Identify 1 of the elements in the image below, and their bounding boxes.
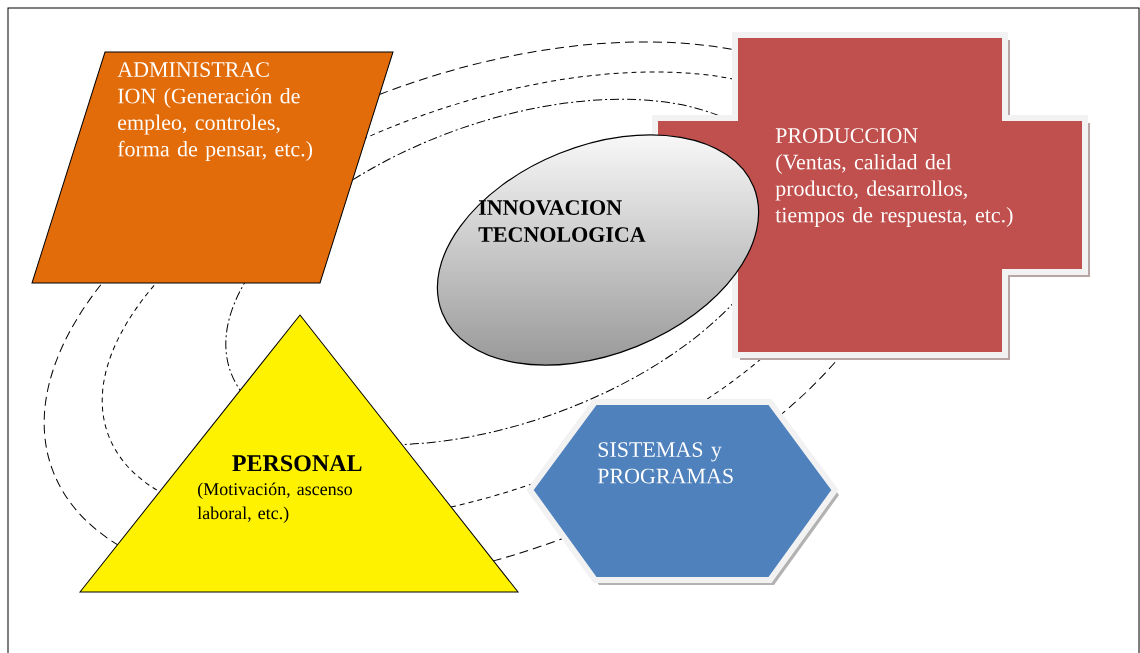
- parallelogram-box: ADMINISTRAC ION (Generación de empleo, controles, forma de pensar, etc.): [31, 51, 394, 284]
